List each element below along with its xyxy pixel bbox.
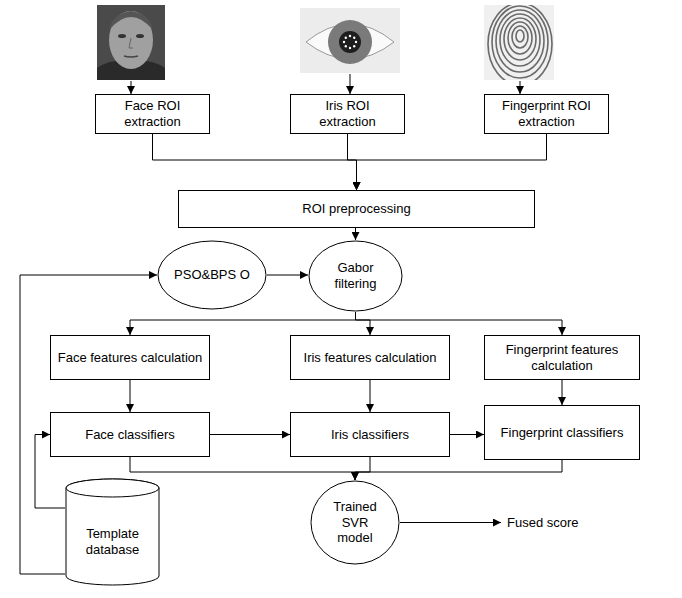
cylinder-top — [66, 479, 159, 497]
process-box: Face ROI extraction — [95, 94, 210, 133]
node-text-group: Face ROI extraction — [101, 98, 204, 129]
node-text: Template database — [71, 526, 154, 557]
process-circle: Trained SVR model — [310, 480, 400, 565]
process-box: Iris features calculation — [290, 335, 450, 380]
picture-arrows — [131, 74, 520, 94]
node-text-group: Fingerprint ROI extraction — [490, 98, 603, 129]
node-text-group: Face classifiers — [56, 427, 204, 443]
process-box: Fingerprint classifiers — [484, 405, 640, 460]
node-text: Fingerprint classifiers — [490, 425, 634, 441]
node-text: Face ROI extraction — [101, 98, 204, 129]
process-box: ROI preprocessing — [178, 190, 535, 228]
node-text-group: Gabor filtering — [321, 260, 389, 291]
node-text: Iris classifiers — [296, 427, 444, 443]
connector-arrow — [348, 134, 357, 190]
connector-arrow — [355, 457, 370, 480]
node-text-group: ROI preprocessing — [184, 201, 529, 217]
node-text: PSO&BPS O — [172, 267, 251, 283]
node-text: Iris ROI extraction — [296, 98, 399, 129]
process-box: Fingerprint ROI extraction — [484, 94, 609, 133]
node-text-group: Fingerprint features calculation — [490, 342, 634, 373]
connector-arrow — [130, 380, 131, 412]
node-text-group: Iris features calculation — [296, 350, 444, 366]
face-photo — [97, 5, 165, 80]
process-box: Iris ROI extraction — [290, 94, 405, 133]
node-text-group: Template database — [71, 526, 154, 557]
circle-outline — [309, 241, 402, 311]
node-text-group: Trained SVR model — [323, 499, 388, 546]
node-text: Face classifiers — [56, 427, 204, 443]
process-box: Fingerprint features calculation — [484, 335, 640, 380]
picture-arrow — [520, 81, 521, 94]
connector-arrow — [562, 380, 563, 405]
node-text: Gabor filtering — [321, 260, 389, 291]
connector-arrow — [450, 434, 484, 435]
picture-arrow — [350, 74, 351, 94]
circle-outline — [158, 241, 266, 309]
process-box: Face features calculation — [50, 335, 210, 380]
circle-outline — [311, 481, 399, 564]
connector-arrow — [210, 434, 290, 435]
process-box: Face classifiers — [50, 412, 210, 457]
connector-arrow — [130, 312, 356, 335]
connector-arrow — [355, 460, 562, 480]
node-text-group: Iris ROI extraction — [296, 98, 399, 129]
process-circle: PSO&BPS O — [157, 240, 267, 310]
node-text-group: Fingerprint classifiers — [490, 425, 634, 441]
connector-arrow — [355, 228, 356, 240]
node-text: Trained SVR model — [323, 499, 388, 546]
connector-arrow — [370, 380, 371, 412]
output-label: Fused score — [505, 515, 581, 530]
node-text-group: Face features calculation — [56, 350, 204, 366]
node-text: Iris features calculation — [296, 350, 444, 366]
process-box: Iris classifiers — [290, 412, 450, 457]
connector-arrow — [267, 275, 308, 276]
iris-photo — [300, 8, 400, 73]
output-arrow — [400, 522, 501, 523]
database-cylinder: Template database — [65, 478, 160, 586]
connector-arrow — [357, 134, 547, 190]
node-text: Fingerprint features calculation — [490, 342, 634, 373]
connector-arrow — [153, 134, 357, 190]
fingerprint-photo — [484, 5, 554, 80]
connector-arrow — [356, 312, 371, 335]
node-text: Fingerprint ROI extraction — [490, 98, 603, 129]
process-circle: Gabor filtering — [308, 240, 403, 312]
node-text: Face features calculation — [56, 350, 204, 366]
connector-arrow — [130, 457, 355, 480]
picture-arrow — [131, 81, 132, 94]
node-text-group: Iris classifiers — [296, 427, 444, 443]
cylinder-body — [66, 479, 159, 585]
node-text-group: PSO&BPS O — [172, 267, 251, 283]
connector-arrow — [356, 312, 563, 335]
node-text: ROI preprocessing — [184, 201, 529, 217]
